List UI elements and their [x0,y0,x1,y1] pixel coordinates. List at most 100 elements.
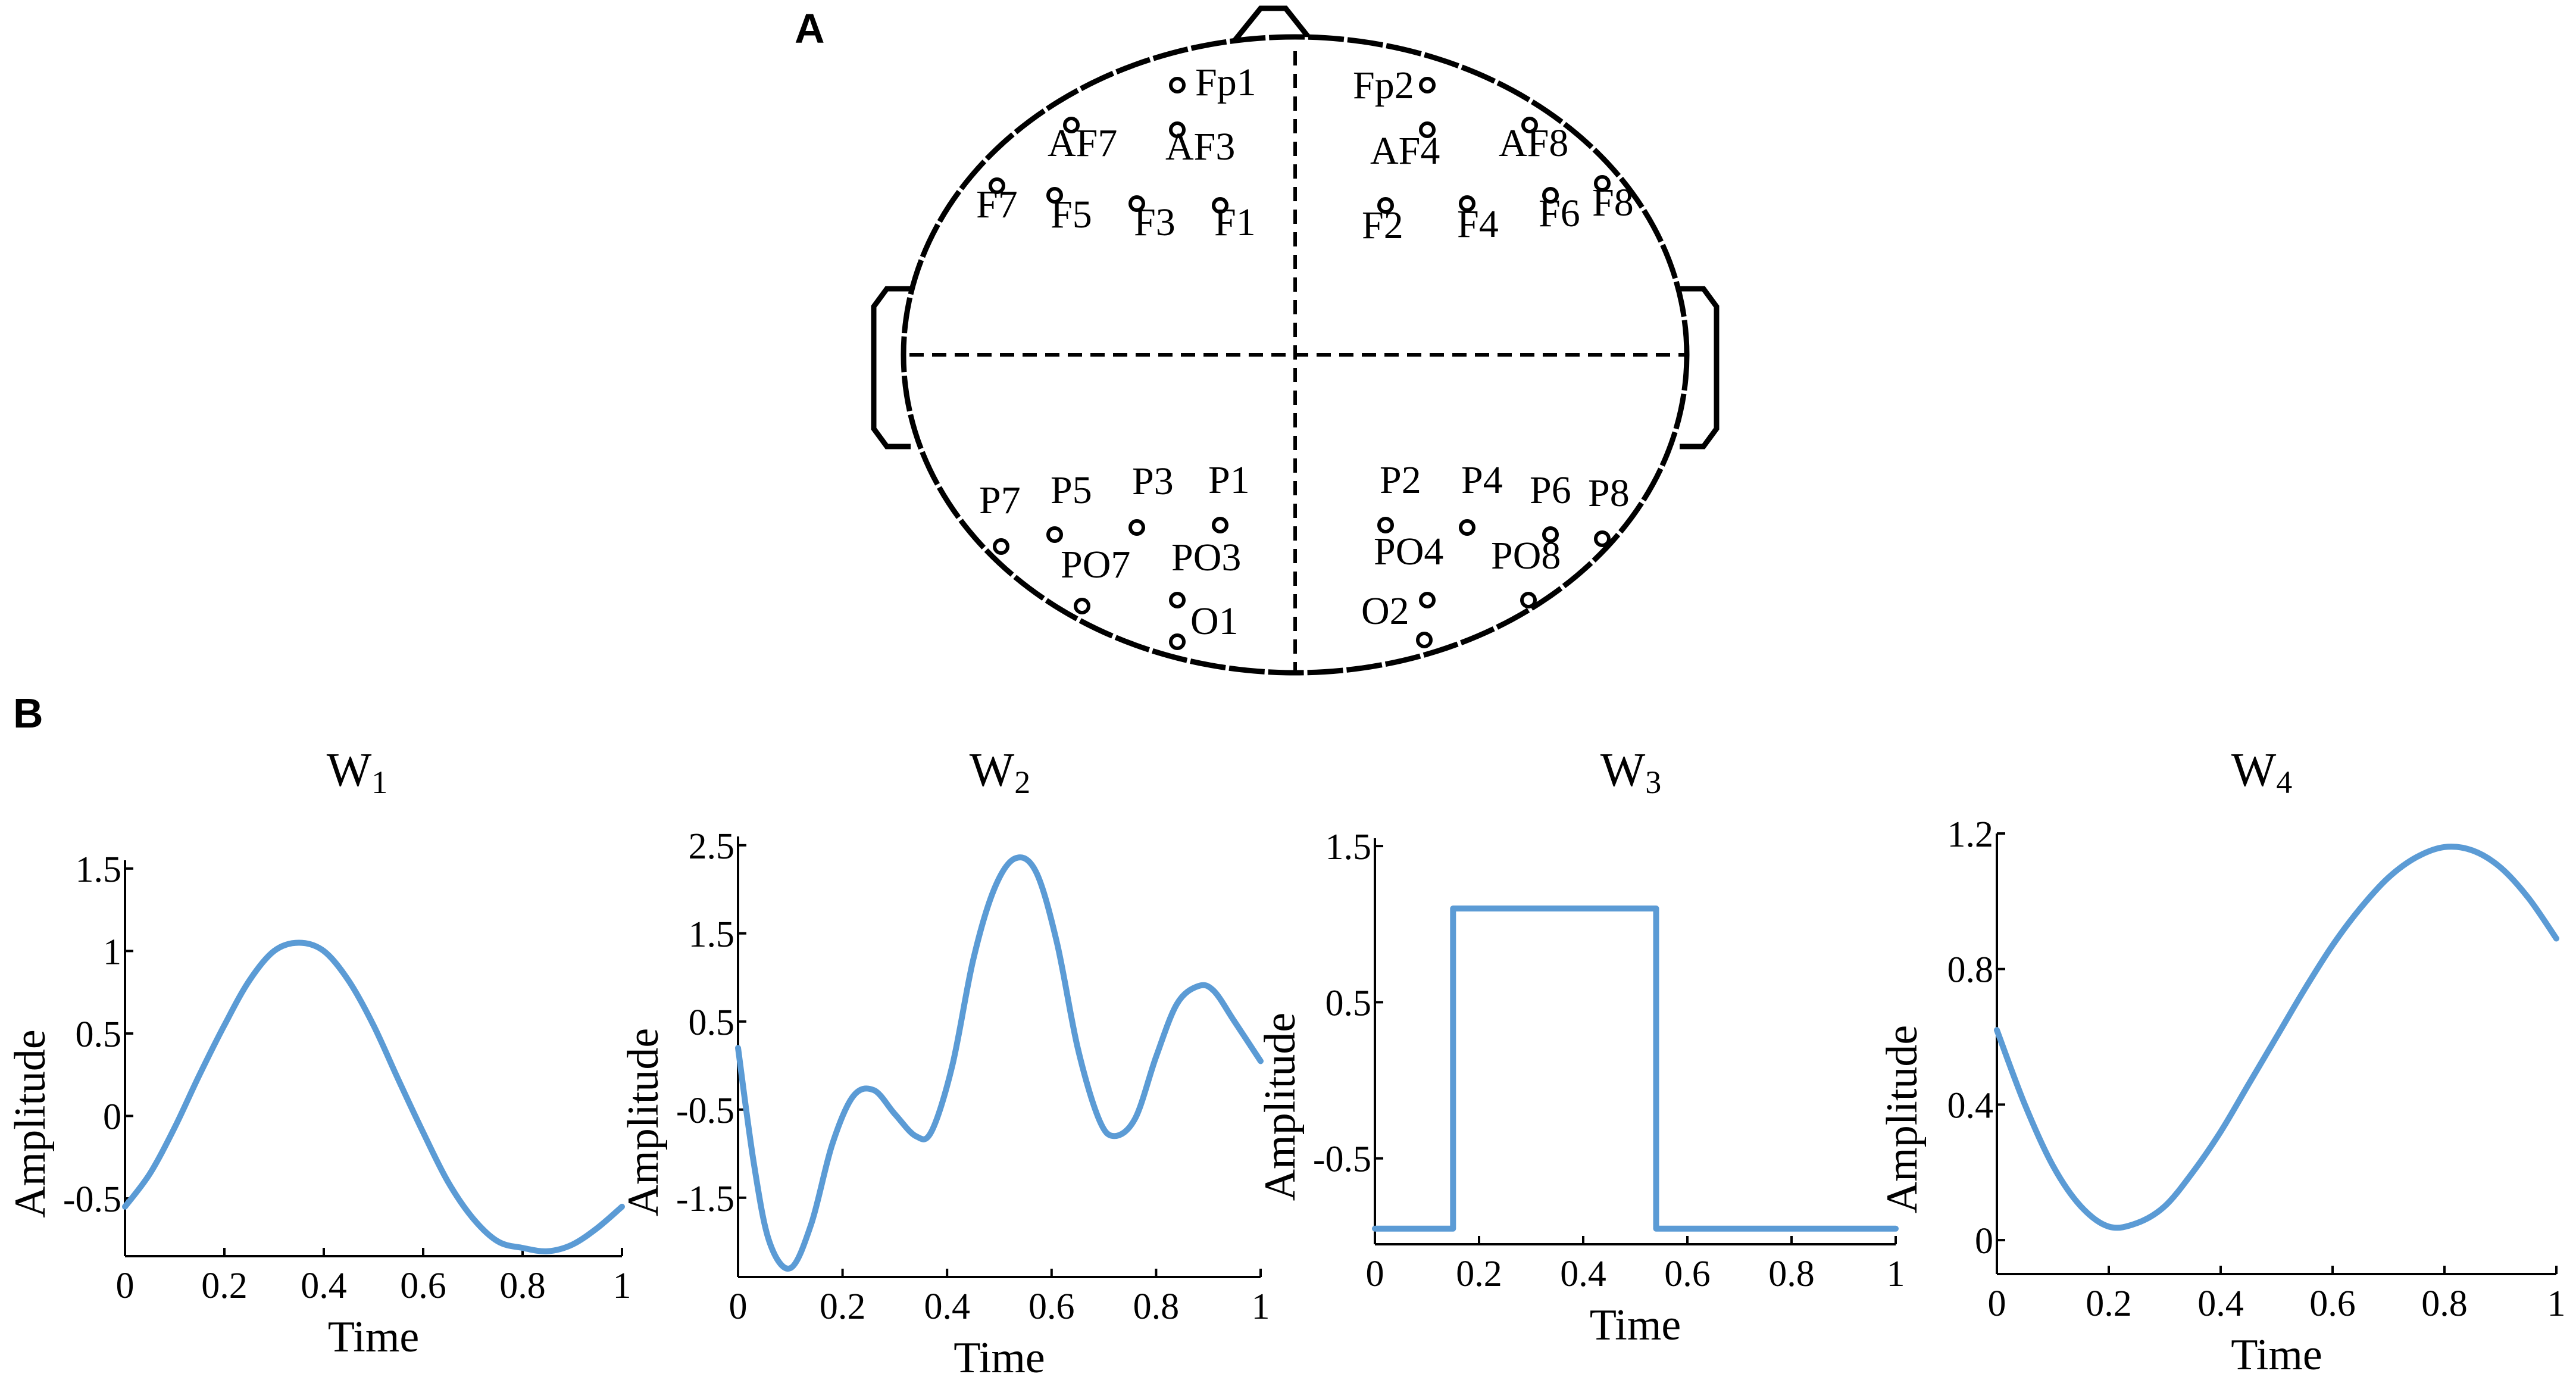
electrode-af7-marker [1063,117,1080,133]
x-tick-label: 0.8 [1133,1287,1180,1327]
y-tick-label: 0.5 [76,1014,122,1055]
chart-w4-title: W4 [2231,744,2293,800]
electrode-o2-label: O2 [1361,589,1409,633]
y-tick-label: 1.5 [76,850,122,890]
electrode-f8-marker [1594,175,1611,192]
x-tick-label: 0.2 [1456,1254,1502,1294]
electrode-p2-marker [1377,517,1394,533]
x-tick-label: 0.6 [1028,1287,1075,1327]
y-tick-label: -0.5 [676,1091,734,1131]
chart-title-subscript: 4 [2276,764,2292,800]
x-tick-label: 0.8 [1768,1254,1815,1294]
y-tick-label: -1.5 [676,1179,734,1219]
electrode-f2-marker [1377,197,1394,214]
series-line-w3 [1372,906,1899,1232]
electrode-f6-marker [1542,187,1559,204]
series-line-w2 [735,854,1264,1272]
electrode-po3-label: PO3 [1171,536,1241,579]
x-tick-label: 0.4 [924,1287,970,1327]
x-tick-label: 0.4 [1560,1254,1606,1294]
electrode-fp2-label: Fp2 [1353,64,1414,107]
chart-title-main: W [2231,744,2277,797]
x-tick-label: 1 [1887,1254,1905,1294]
electrode-af4-label: AF4 [1370,129,1440,173]
y-tick-label: 0.4 [1947,1085,1994,1126]
x-tick-label: 0.2 [2086,1284,2132,1324]
y-axis-label: Amplitude [1256,1013,1305,1201]
electrode-p5-label: P5 [1051,469,1092,512]
x-tick-label: 0 [729,1287,748,1327]
electrode-p3-label: P3 [1132,460,1174,503]
electrode-p4-marker [1459,519,1475,536]
electrode-af3-marker [1169,121,1186,138]
chart-title-subscript: 1 [371,764,387,800]
electrode-f1-marker [1212,197,1228,214]
electrode-f3-marker [1128,195,1145,212]
electrode-po8-label: PO8 [1491,534,1561,577]
y-tick-label: 1 [103,932,121,972]
electrode-af7-label: AF7 [1048,121,1117,165]
electrode-p4-label: P4 [1461,458,1503,502]
x-tick-label: 0.2 [820,1287,866,1327]
chart-w1-title: W1 [327,744,388,800]
series-line-w1 [122,939,625,1254]
y-tick-label: -0.5 [63,1179,121,1220]
electrode-af4-marker [1419,121,1436,138]
y-tick-label: 1.2 [1947,814,1994,855]
x-tick-label: 0.8 [2421,1284,2468,1324]
electrode-fp1-label: Fp1 [1195,61,1256,104]
x-tick-label: 0 [116,1266,135,1306]
electrode-po7-label: PO7 [1061,543,1130,586]
electrode-f4-label: F4 [1457,202,1499,246]
nose-shape [1221,5,1325,57]
y-tick-label: 2.5 [689,826,735,867]
electrode-po7-marker [1074,598,1090,614]
x-axis-label: Time [328,1313,420,1362]
panel-b-letter: B [13,690,43,736]
electrode-o2-marker [1416,632,1433,648]
chart-w3-title: W3 [1600,744,1662,800]
electrode-fp1-marker [1169,77,1186,93]
electrode-o1-label: O1 [1190,600,1239,643]
electrode-p8-label: P8 [1588,472,1630,515]
panel-a-letter: A [795,5,825,52]
x-tick-label: 0.4 [301,1266,347,1306]
x-tick-label: 0.8 [499,1266,546,1306]
y-tick-label: 0.8 [1947,950,1994,991]
electrode-af3-label: AF3 [1165,125,1235,168]
electrode-f6-label: F6 [1539,192,1580,235]
electrode-p7-marker [993,538,1009,555]
series-line-w4 [1994,844,2559,1231]
electrode-f4-marker [1459,195,1475,212]
electrode-f5-marker [1046,187,1063,204]
electrode-af8-label: AF8 [1499,121,1568,165]
y-axis-label: Amplitude [6,1029,55,1218]
electrode-p6-label: P6 [1530,469,1571,512]
y-tick-label: 1.5 [1325,827,1372,867]
electrode-po4-label: PO4 [1374,530,1443,573]
chart-title-subscript: 3 [1645,764,1661,800]
electrode-f3-label: F3 [1134,201,1176,244]
y-tick-label: 0 [103,1097,121,1137]
electrode-p8-marker [1594,530,1611,547]
x-tick-label: 1 [613,1266,632,1306]
x-tick-label: 1 [2547,1284,2566,1324]
chart-w2-title: W2 [970,744,1031,800]
electrode-p2-label: P2 [1380,458,1421,502]
x-tick-label: 0.6 [2309,1284,2356,1324]
electrode-af8-marker [1521,117,1538,133]
electrode-p1-marker [1212,517,1228,533]
electrode-p6-marker [1542,526,1559,543]
y-axis-label: Amplitude [1878,1025,1927,1214]
y-tick-label: -0.5 [1313,1139,1371,1180]
right-ear [1680,286,1720,449]
y-tick-label: 0 [1975,1221,1993,1262]
chart-title-subscript: 2 [1014,764,1030,800]
